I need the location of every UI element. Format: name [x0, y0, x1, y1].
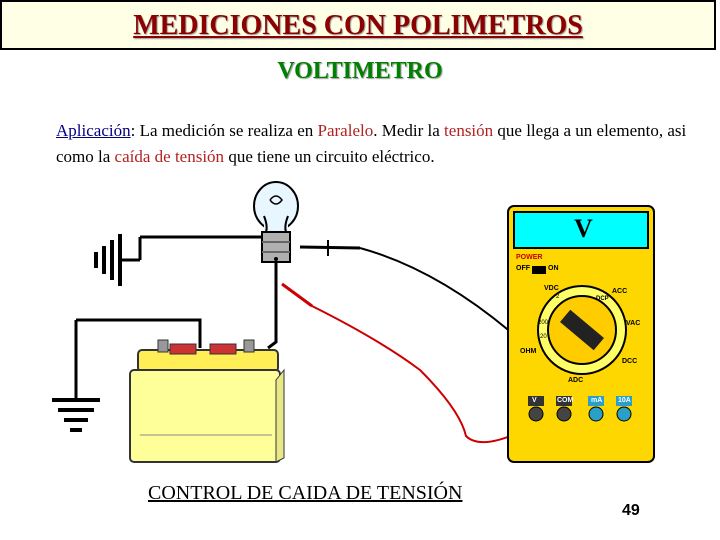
wire-bulb-battery — [267, 262, 278, 350]
term-paralelo: Paralelo — [317, 121, 374, 140]
desc-text-4: que tiene un circuito eléctrico. — [224, 147, 435, 166]
range-mark-20: 20 — [540, 334, 547, 340]
ground-symbol-top — [94, 234, 262, 286]
ground-symbol-bottom — [52, 398, 100, 432]
term-caida: caída de tensión — [114, 147, 225, 166]
jack-ma[interactable] — [588, 406, 604, 422]
jack-label-v: V — [532, 397, 537, 404]
page-subtitle: VOLTIMETRO — [277, 58, 443, 84]
red-probe — [281, 282, 313, 308]
car-battery — [129, 339, 285, 463]
jack-label-ma: mA — [591, 397, 603, 404]
jack-com[interactable] — [556, 406, 572, 422]
figure-caption: CONTROL DE CAIDA DE TENSIÓN — [148, 482, 463, 504]
dcp-label: DCP — [596, 296, 609, 302]
jack-label-com: COM — [557, 397, 574, 404]
jack-label-10a: 10A — [618, 397, 631, 404]
power-switch[interactable] — [532, 266, 546, 274]
term-tension: tensión — [444, 121, 494, 140]
jack-v[interactable] — [528, 406, 544, 422]
range-mark-200: 200 — [538, 320, 549, 326]
acc-label: ACC — [612, 288, 628, 295]
wire-battery-neg — [76, 318, 202, 348]
desc-text-1: : La medición se realiza en — [130, 121, 318, 140]
power-label: POWER — [516, 254, 543, 261]
jack-10a[interactable] — [616, 406, 632, 422]
desc-text-3: que llega a un elemento, asi como la — [56, 121, 687, 166]
black-probe — [299, 245, 361, 250]
page-number: 49 — [622, 502, 640, 519]
desc-text-2: . Medir la — [373, 121, 445, 140]
red-lead — [311, 305, 541, 443]
off-label: OFF — [516, 265, 530, 272]
multimeter — [507, 205, 655, 463]
dcc-label: DCC — [622, 358, 638, 365]
meter-display-value: V — [574, 214, 593, 243]
meter-display — [513, 211, 649, 249]
light-bulb — [253, 181, 299, 263]
term-aplicacion: Aplicación — [56, 121, 131, 140]
vdc-label: VDC — [544, 285, 559, 292]
ohm-label: OHM — [520, 348, 537, 355]
on-label: ON — [548, 265, 559, 272]
vac-label: VAC — [626, 320, 641, 327]
title-box: MEDICIONES CON POLIMETROS — [0, 0, 716, 50]
adc-label: ADC — [568, 377, 584, 384]
page-title: MEDICIONES CON POLIMETROS — [133, 10, 583, 41]
range-mark-2: 2 — [556, 294, 560, 300]
description-paragraph: Aplicación: La medición se realiza en Pa… — [56, 118, 706, 170]
